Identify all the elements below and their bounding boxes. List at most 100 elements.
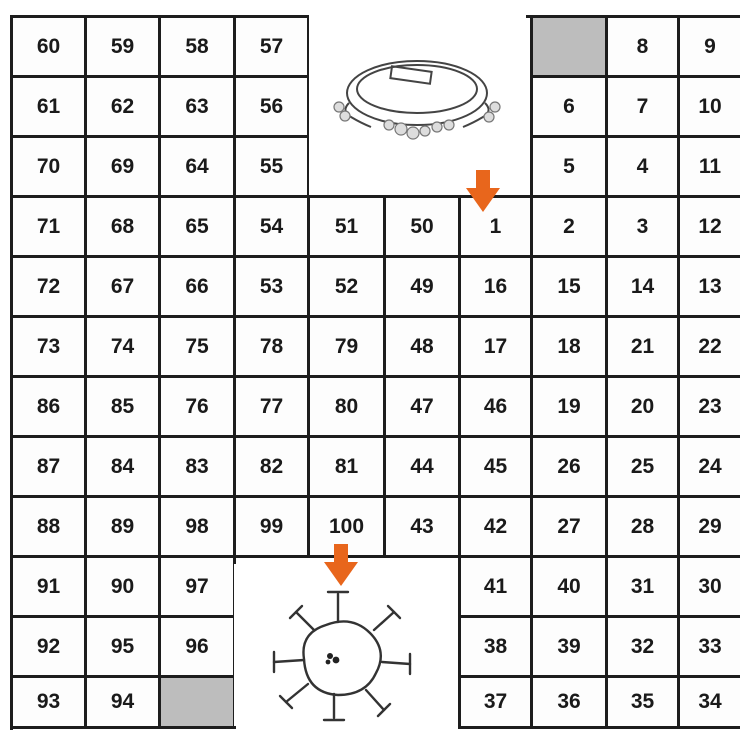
square-10: 10 <box>677 75 740 138</box>
square-8: 8 <box>605 15 680 78</box>
square-23: 23 <box>677 375 740 438</box>
square-47: 47 <box>383 375 461 438</box>
square-21: 21 <box>605 315 680 378</box>
square-86: 86 <box>10 375 87 438</box>
finish-arrow <box>324 544 358 591</box>
square-48: 48 <box>383 315 461 378</box>
square-9: 9 <box>677 15 740 78</box>
square-80: 80 <box>307 375 386 438</box>
square-58: 58 <box>158 15 236 78</box>
square-3: 3 <box>605 195 680 258</box>
square-92: 92 <box>10 615 87 678</box>
square-61: 61 <box>10 75 87 138</box>
empty-square <box>530 15 608 78</box>
square-78: 78 <box>233 315 310 378</box>
square-76: 76 <box>158 375 236 438</box>
square-74: 74 <box>84 315 161 378</box>
square-28: 28 <box>605 495 680 558</box>
square-72: 72 <box>10 255 87 318</box>
square-71: 71 <box>10 195 87 258</box>
square-46: 46 <box>458 375 533 438</box>
square-59: 59 <box>84 15 161 78</box>
square-56: 56 <box>233 75 310 138</box>
square-39: 39 <box>530 615 608 678</box>
square-40: 40 <box>530 555 608 618</box>
empty-square <box>158 675 236 729</box>
start-arrow <box>466 170 500 217</box>
square-52: 52 <box>307 255 386 318</box>
square-96: 96 <box>158 615 236 678</box>
square-70: 70 <box>10 135 87 198</box>
square-4: 4 <box>605 135 680 198</box>
square-24: 24 <box>677 435 740 498</box>
square-83: 83 <box>158 435 236 498</box>
square-33: 33 <box>677 615 740 678</box>
square-16: 16 <box>458 255 533 318</box>
square-68: 68 <box>84 195 161 258</box>
square-54: 54 <box>233 195 310 258</box>
square-25: 25 <box>605 435 680 498</box>
square-49: 49 <box>383 255 461 318</box>
square-53: 53 <box>233 255 310 318</box>
arrow-down-icon <box>466 170 500 212</box>
square-38: 38 <box>458 615 533 678</box>
square-88: 88 <box>10 495 87 558</box>
square-65: 65 <box>158 195 236 258</box>
square-29: 29 <box>677 495 740 558</box>
square-77: 77 <box>233 375 310 438</box>
square-60: 60 <box>10 15 87 78</box>
square-63: 63 <box>158 75 236 138</box>
square-35: 35 <box>605 675 680 729</box>
square-20: 20 <box>605 375 680 438</box>
square-18: 18 <box>530 315 608 378</box>
square-7: 7 <box>605 75 680 138</box>
square-99: 99 <box>233 495 310 558</box>
square-30: 30 <box>677 555 740 618</box>
arrow-shape <box>324 544 358 586</box>
square-42: 42 <box>458 495 533 558</box>
square-41: 41 <box>458 555 533 618</box>
square-87: 87 <box>10 435 87 498</box>
square-57: 57 <box>233 15 310 78</box>
square-31: 31 <box>605 555 680 618</box>
square-85: 85 <box>84 375 161 438</box>
square-67: 67 <box>84 255 161 318</box>
square-73: 73 <box>10 315 87 378</box>
square-5: 5 <box>530 135 608 198</box>
stadium-icon <box>309 15 526 195</box>
square-69: 69 <box>84 135 161 198</box>
square-14: 14 <box>605 255 680 318</box>
square-50: 50 <box>383 195 461 258</box>
square-82: 82 <box>233 435 310 498</box>
square-43: 43 <box>383 495 461 558</box>
square-45: 45 <box>458 435 533 498</box>
square-44: 44 <box>383 435 461 498</box>
square-79: 79 <box>307 315 386 378</box>
arrow-shape <box>466 170 500 212</box>
square-15: 15 <box>530 255 608 318</box>
square-19: 19 <box>530 375 608 438</box>
arrow-down-icon <box>324 544 358 586</box>
square-27: 27 <box>530 495 608 558</box>
square-97: 97 <box>158 555 236 618</box>
square-81: 81 <box>307 435 386 498</box>
square-6: 6 <box>530 75 608 138</box>
square-17: 17 <box>458 315 533 378</box>
stadium-picture <box>309 15 526 195</box>
square-11: 11 <box>677 135 740 198</box>
square-64: 64 <box>158 135 236 198</box>
square-12: 12 <box>677 195 740 258</box>
square-36: 36 <box>530 675 608 729</box>
square-98: 98 <box>158 495 236 558</box>
square-32: 32 <box>605 615 680 678</box>
square-89: 89 <box>84 495 161 558</box>
square-84: 84 <box>84 435 161 498</box>
square-94: 94 <box>84 675 161 729</box>
square-26: 26 <box>530 435 608 498</box>
square-95: 95 <box>84 615 161 678</box>
square-66: 66 <box>158 255 236 318</box>
square-91: 91 <box>10 555 87 618</box>
square-93: 93 <box>10 675 87 729</box>
square-37: 37 <box>458 675 533 729</box>
square-51: 51 <box>307 195 386 258</box>
